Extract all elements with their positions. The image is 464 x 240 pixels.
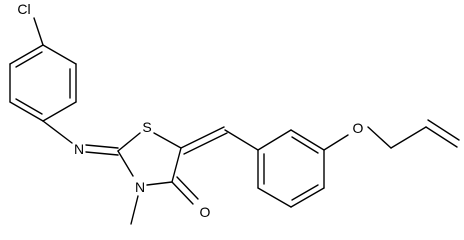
- atom-label-ether-oxygen: O: [353, 120, 364, 136]
- bond-s-c5: [153, 132, 182, 149]
- bond-ring1-c4-c5-inner: [15, 98, 43, 115]
- bond-ch-aryl: [224, 129, 259, 151]
- bond-ring2-b-inner: [291, 136, 319, 154]
- bond-co-b: [176, 176, 199, 200]
- bond-ring1-c3-c4: [42, 101, 77, 122]
- bond-co-a: [171, 181, 194, 205]
- bond-c5-c4: [171, 147, 182, 183]
- bond-ring2-e: [257, 187, 292, 208]
- atom-label-carbonyl-oxygen: O: [200, 204, 211, 220]
- bond-ring1-c4-c5: [9, 101, 44, 122]
- bond-ring1-c6-c1-inner: [15, 51, 43, 68]
- bond-c4-n3: [146, 181, 173, 186]
- bond-c-cl: [33, 17, 44, 46]
- bond-n-c2-a: [85, 144, 119, 149]
- atom-label-imine-nitrogen: N: [74, 141, 84, 157]
- bond-ch2-ch: [390, 126, 427, 149]
- bond-n3-c2: [117, 150, 134, 177]
- bond-o-ch2: [367, 126, 392, 149]
- bond-c5-ch-a: [180, 126, 225, 149]
- bond-ring1-c6-c1: [9, 44, 44, 65]
- bond-ch-ch2-a: [425, 126, 458, 148]
- bond-c5-ch-b: [183, 132, 228, 155]
- bonds: [9, 17, 460, 225]
- bond-ring2-d: [290, 187, 325, 208]
- bond-n-c2-b: [85, 151, 119, 156]
- bond-n-methyl: [130, 195, 139, 225]
- bond-c2-s: [117, 132, 141, 152]
- bond-ring1-c1-c2: [42, 44, 77, 65]
- bond-ring2-a: [257, 129, 292, 151]
- bond-ring2-d-inner: [291, 184, 319, 201]
- atom-label-ring-sulfur: S: [142, 119, 151, 135]
- atom-label-ring-nitrogen: N: [135, 179, 145, 195]
- chemical-structure: Cl N S N O O: [9, 1, 460, 225]
- bond-ring2-b: [290, 129, 325, 151]
- bond-aryl-o: [323, 134, 349, 151]
- bond-ch-ch2-b: [427, 119, 460, 141]
- atom-label-chlorine: Cl: [17, 1, 30, 17]
- atom-labels: Cl N S N O O: [17, 1, 363, 220]
- bond-aryl-n: [42, 120, 73, 144]
